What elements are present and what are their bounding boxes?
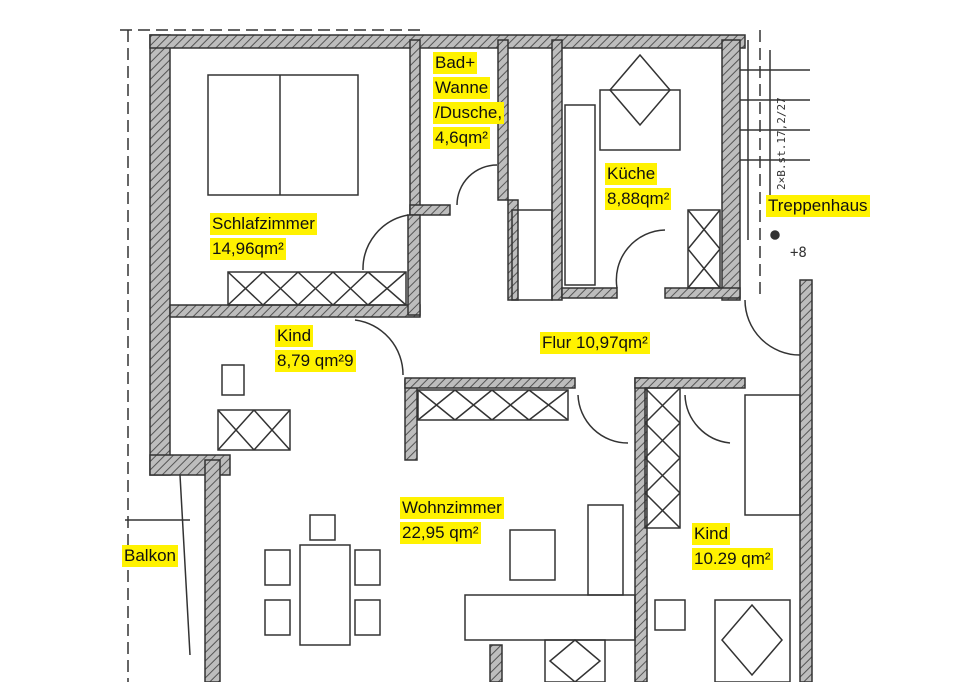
room-label-wohnzimmer: Wohnzimmer 22,95 qm² — [400, 497, 504, 547]
room-label-kueche: Küche 8,88qm² — [605, 163, 672, 213]
flur-name: Flur 10,97qm² — [540, 332, 650, 354]
wohnzimmer-name: Wohnzimmer — [400, 497, 504, 519]
kind2-area: 10.29 qm² — [692, 548, 773, 570]
furniture — [125, 53, 801, 682]
dimension-lines — [120, 29, 761, 682]
bad-line-1: Bad+ — [433, 52, 478, 74]
kind2-name: Kind — [692, 523, 731, 545]
room-label-kind-1: Kind 8,79 qm²9 — [275, 325, 356, 375]
balkon-name: Balkon — [122, 545, 178, 567]
bad-line-3: /Dusche, — [433, 102, 505, 124]
door-swings — [354, 164, 801, 444]
schlafzimmer-area: 14,96qm² — [210, 238, 286, 260]
room-label-schlafzimmer: Schlafzimmer 14,96qm² — [210, 213, 317, 263]
treppenhaus-name: Treppenhaus — [766, 195, 870, 217]
bad-line-2: Wanne — [433, 77, 491, 99]
room-label-balkon: Balkon — [122, 545, 178, 570]
walls — [149, 34, 813, 682]
room-label-kind-2: Kind 10.29 qm² — [692, 523, 773, 573]
bad-area: 4,6qm² — [433, 127, 490, 149]
wohnzimmer-area: 22,95 qm² — [400, 522, 481, 544]
kind1-area: 8,79 qm²9 — [275, 350, 356, 372]
room-label-bad: Bad+ Wanne /Dusche, 4,6qm² — [433, 52, 505, 152]
stair-note: 2×B.st.17,2/27 — [775, 97, 788, 190]
room-label-flur: Flur 10,97qm² — [540, 332, 650, 357]
kueche-area: 8,88qm² — [605, 188, 672, 210]
schlafzimmer-name: Schlafzimmer — [210, 213, 317, 235]
kueche-name: Küche — [605, 163, 658, 185]
room-label-treppenhaus: Treppenhaus — [766, 195, 870, 220]
stair-detail — [740, 40, 810, 240]
kind1-name: Kind — [275, 325, 314, 347]
stair-mark: +8 — [790, 245, 807, 261]
